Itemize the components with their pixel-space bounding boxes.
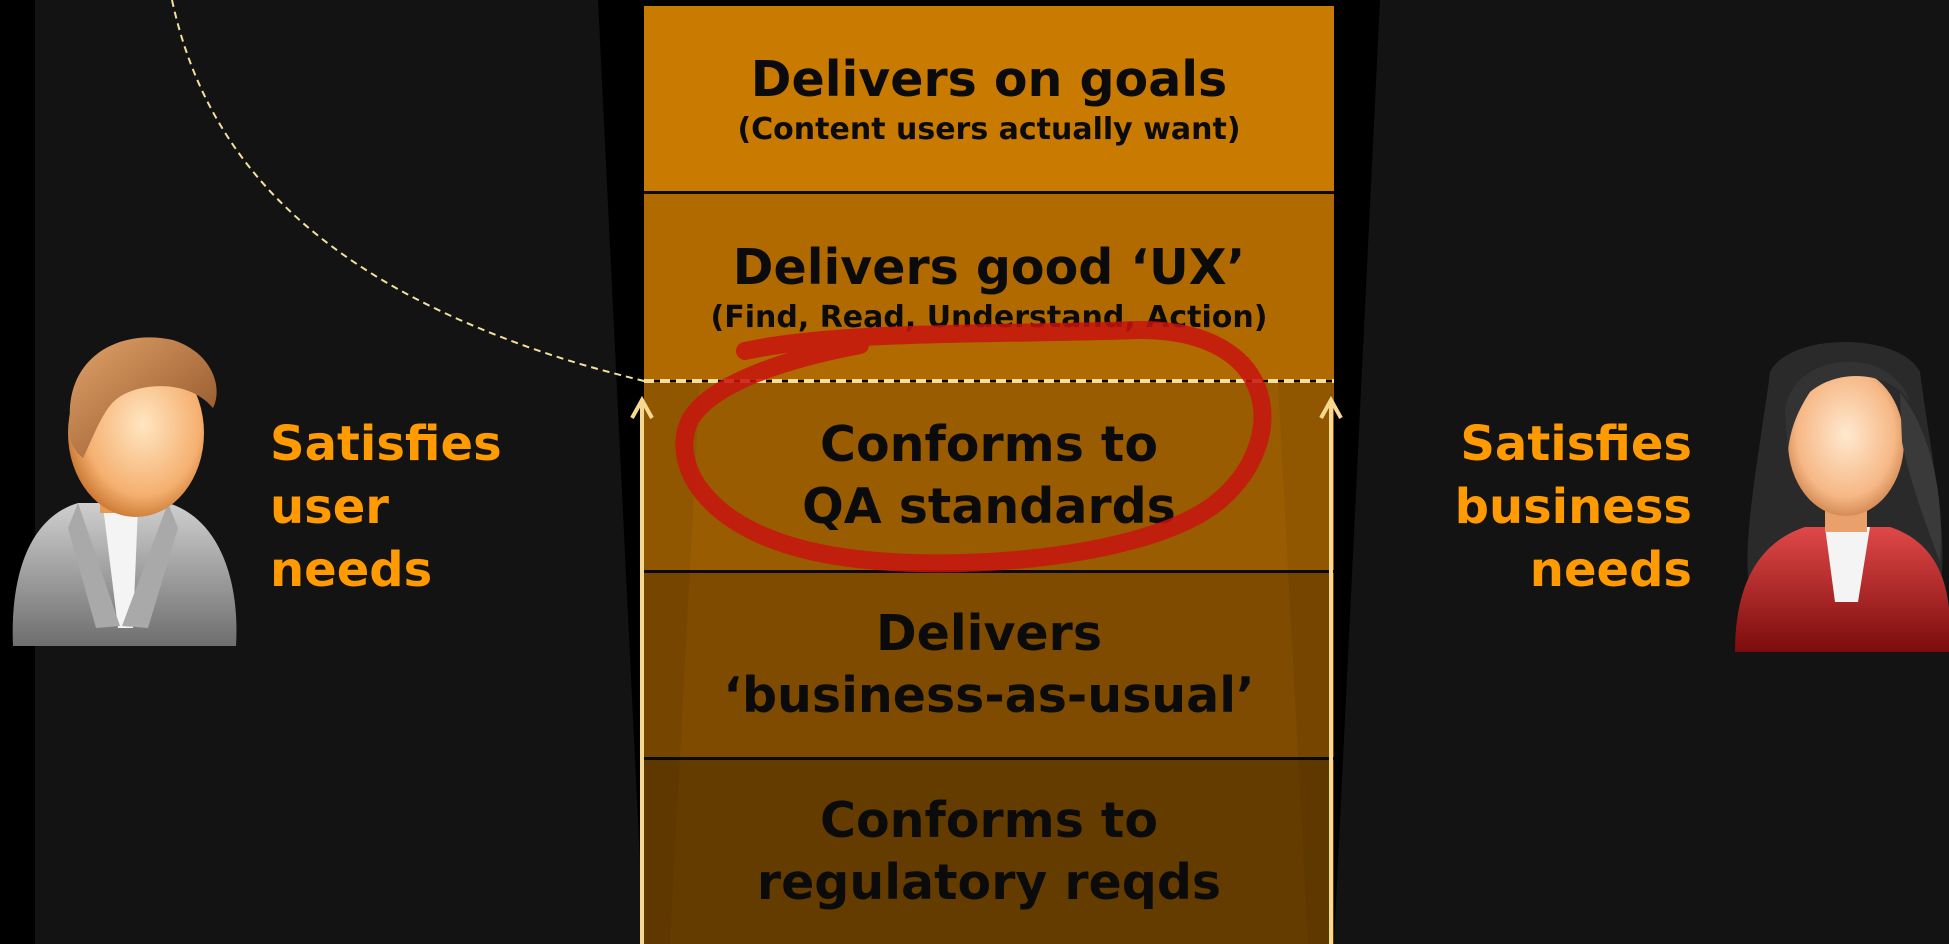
female-user-icon — [1735, 342, 1949, 652]
right-label: Satisfies business needs — [1455, 413, 1692, 602]
layer-ux-title: Delivers good ‘UX’ — [732, 239, 1246, 296]
layer-bau-line2: ‘business-as-usual’ — [723, 667, 1255, 724]
layer-bau-line1: Delivers — [875, 605, 1102, 662]
layer-regulatory-line1: Conforms to — [819, 792, 1159, 849]
layer-regulatory-line2: regulatory reqds — [756, 854, 1222, 911]
layer-qa: Conforms to QA standards — [644, 382, 1334, 570]
layer-goals-title: Delivers on goals — [750, 51, 1228, 108]
layer-ux-subtitle: (Find, Read, Understand, Action) — [710, 300, 1268, 335]
layer-goals-subtitle: (Content users actually want) — [737, 112, 1241, 147]
left-label: Satisfies user needs — [270, 413, 502, 602]
left-label-line1: Satisfies — [270, 416, 502, 472]
layer-regulatory: Conforms to regulatory reqds — [644, 760, 1334, 944]
layer-qa-line2: QA standards — [802, 478, 1176, 535]
right-label-line1: Satisfies — [1460, 416, 1692, 472]
dashed-connector-curve — [171, 0, 645, 382]
layer-qa-line1: Conforms to — [819, 416, 1159, 473]
layer-ux: Delivers good ‘UX’ (Find, Read, Understa… — [644, 194, 1334, 380]
right-label-line2: business — [1454, 479, 1692, 535]
male-user-icon — [12, 337, 237, 646]
left-label-line3: needs — [270, 542, 433, 598]
layer-bau: Delivers ‘business-as-usual’ — [644, 573, 1334, 757]
right-label-line3: needs — [1529, 542, 1692, 598]
layer-divider — [644, 191, 1334, 194]
layer-divider — [644, 757, 1334, 760]
left-label-line2: user — [270, 479, 389, 535]
layer-goals: Delivers on goals (Content users actuall… — [644, 6, 1334, 192]
